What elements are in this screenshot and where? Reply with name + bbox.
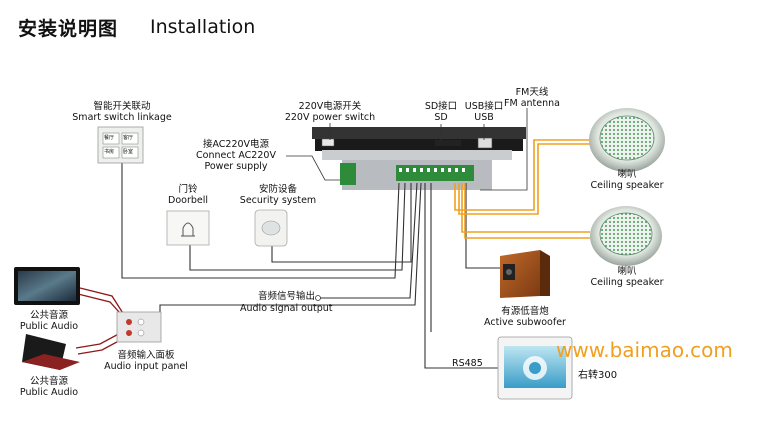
speaker1-label-en: Ceiling speaker (590, 180, 664, 191)
subwoofer-device (500, 250, 550, 298)
ceiling-speaker-2 (590, 206, 662, 266)
doorbell-label-en: Doorbell (168, 195, 208, 206)
public-audio2-label-cn: 公共音源 (29, 376, 68, 387)
fm-label-en: FM antenna (504, 98, 560, 109)
public-audio2-label-en: Public Audio (19, 387, 79, 398)
security-label-cn: 安防设备 (258, 184, 297, 195)
audio-input-panel (116, 311, 162, 343)
subwoofer-label-en: Active subwoofer (484, 317, 566, 328)
input-panel-label-en: Audio input panel (104, 361, 188, 372)
title-english: Installation (150, 16, 256, 38)
doorbell-label-cn: 门铃 (178, 184, 198, 195)
public-audio1-label-en: Public Audio (19, 321, 79, 332)
rs485-label: RS485 (452, 358, 483, 369)
public-audio-laptop (22, 334, 80, 370)
switch-key-4: 卧室 (123, 149, 134, 155)
control-tablet (497, 336, 573, 400)
power-switch-label-en: 220V power switch (284, 112, 376, 123)
turn-label: 右转300 (578, 370, 618, 381)
security-label-en: Security system (239, 195, 317, 206)
ceiling-speaker-1 (589, 108, 665, 172)
input-panel-label-cn: 音频输入面板 (117, 350, 175, 361)
smart-switch-panel (97, 126, 144, 164)
smart-switch-label-en: Smart switch linkage (72, 112, 172, 123)
power-supply-label-en1: Connect AC220V (196, 150, 276, 161)
smart-switch-label-cn: 智能开关联动 (93, 101, 151, 112)
main-control-unit (312, 127, 526, 190)
public-audio-monitor (14, 267, 80, 305)
subwoofer-label-cn: 有源低音炮 (501, 306, 549, 317)
audio-output-label-en: Audio signal output (240, 303, 333, 314)
speaker2-label-cn: 喇叭 (617, 266, 637, 277)
speaker2-label-en: Ceiling speaker (590, 277, 664, 288)
fm-label-cn: FM天线 (515, 87, 549, 98)
switch-key-3: 书房 (104, 149, 115, 155)
audio-output-marker (315, 295, 321, 301)
public-audio1-label-cn: 公共音源 (29, 310, 68, 321)
switch-key-1: 餐厅 (104, 135, 115, 141)
switch-key-2: 客厅 (123, 135, 134, 141)
power-supply-label-en2: Power supply (204, 161, 268, 172)
security-sensor (254, 209, 288, 247)
audio-output-label-cn: 音频信号输出 (258, 291, 316, 302)
power-supply-label-cn: 接AC220V电源 (202, 139, 270, 150)
speaker1-label-cn: 喇叭 (617, 169, 637, 180)
usb-label-en: USB (474, 112, 494, 123)
watermark-text: www.baimao.com (556, 338, 733, 362)
power-switch-label-cn: 220V电源开关 (298, 101, 362, 112)
sd-label-en: SD (434, 112, 448, 123)
sd-label-cn: SD接口 (424, 101, 458, 112)
title-chinese: 安装说明图 (18, 18, 119, 40)
usb-label-cn: USB接口 (464, 101, 504, 112)
doorbell-device (166, 210, 210, 246)
